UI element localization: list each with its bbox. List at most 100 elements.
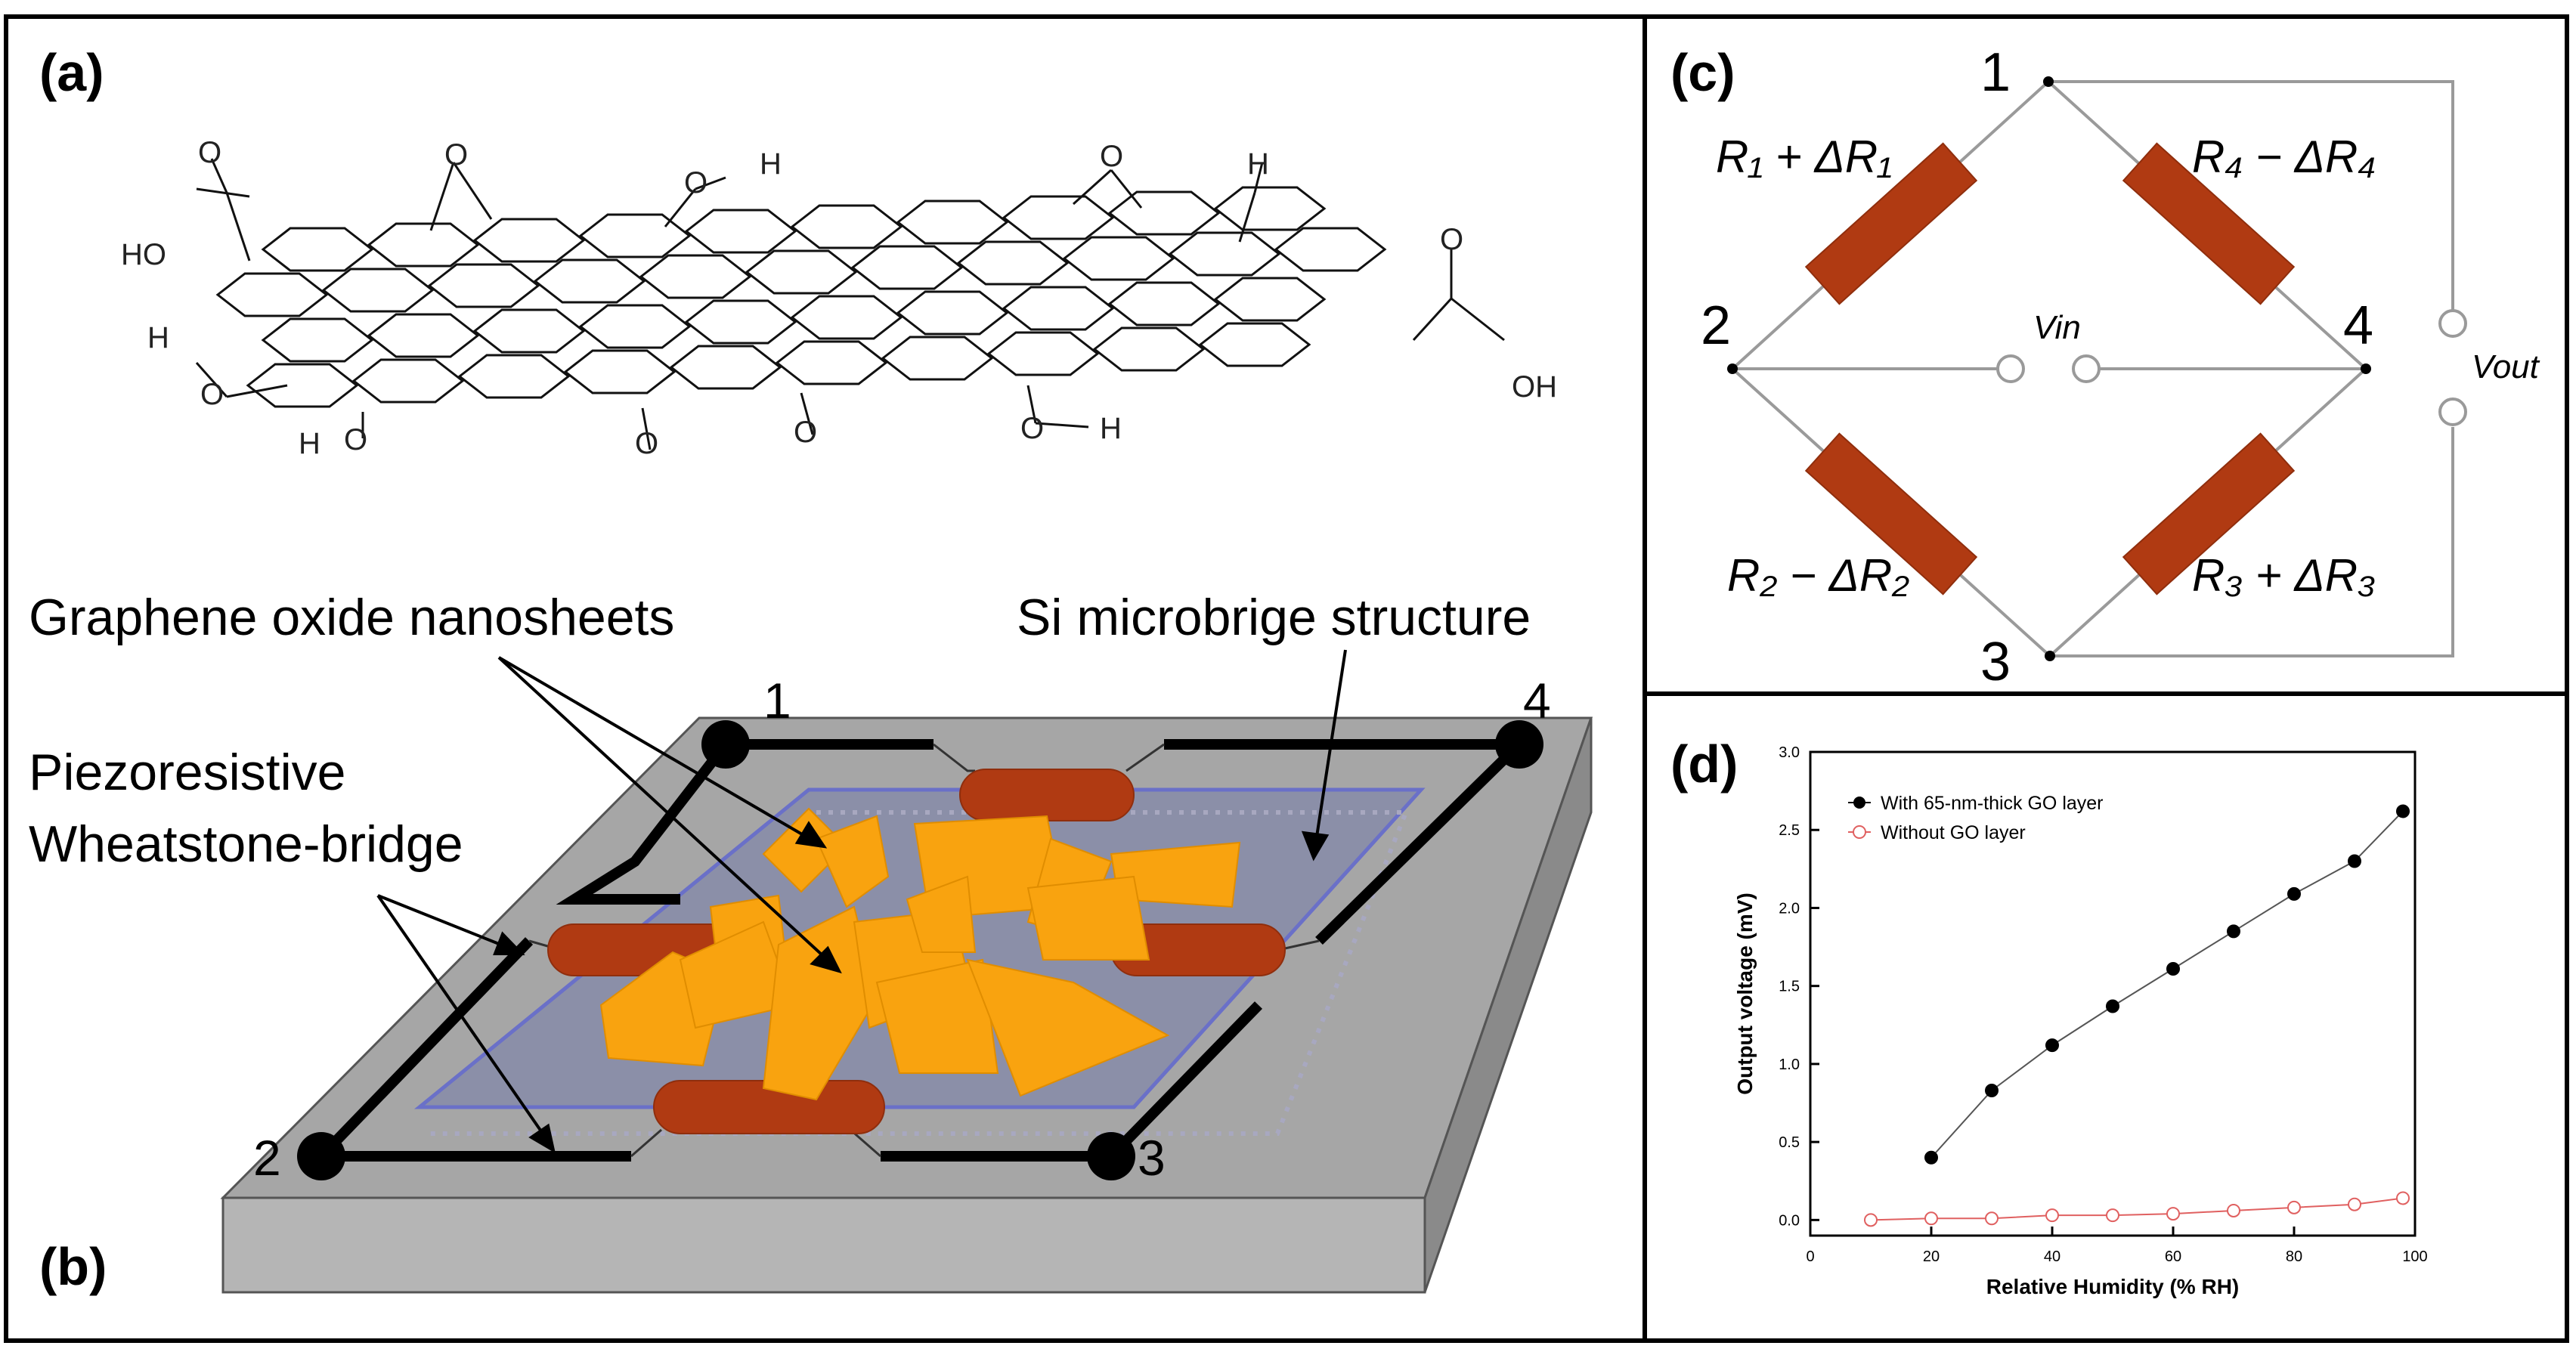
carbon-ring [790,295,903,340]
conductor-3-right [1107,1001,1263,1160]
functional-group-label: HO [121,238,166,271]
bond [429,162,455,231]
bond [195,362,228,398]
device-schematic: 1 4 2 3 Graphene oxide nanosheets Si mic… [29,589,1593,1294]
carbon-ring [367,222,480,268]
data-point [2106,999,2119,1013]
bond [1026,385,1037,424]
carbon-ring [261,227,374,272]
carbon-ring [563,349,677,394]
bond [1451,297,1505,342]
carbon-ring [896,290,1009,336]
resistor-r3 [2122,432,2296,596]
label-r1: R₁ + ΔR₁ [1716,131,1892,182]
label-r4: R₄ − ΔR₄ [2192,131,2376,182]
carbon-ring [472,218,586,263]
data-point [1924,1211,1938,1226]
bond [196,187,250,198]
data-point [2396,1191,2410,1205]
data-point [2287,1200,2301,1214]
trace-top-2 [1125,743,1165,772]
y-tick-label: 2.5 [1779,822,1800,839]
graphene-oxide-flakes [599,807,1241,1101]
trace-top [933,743,975,772]
label-r2: R₂ − ΔR₂ [1727,550,1909,601]
functional-group-label: O [1100,140,1123,173]
x-tick-label: 60 [2165,1248,2181,1265]
x-tick-label: 20 [1923,1248,1940,1265]
vin-terminal-left [1996,354,2025,383]
carbon-ring [775,340,888,385]
annotation-arrows [376,649,1347,1154]
carbon-ring [351,358,465,404]
vout-terminal-top [2438,309,2467,338]
plot-frame [1809,750,2417,1237]
carbon-ring [246,363,359,408]
vin-terminal-right [2072,354,2101,383]
substrate-side [1423,717,1593,1293]
data-point [2166,1207,2180,1221]
data-point [1924,1150,1938,1165]
annotation-piezo-line1: Piezoresistive [29,744,346,801]
data-point [2287,886,2301,901]
resistor-r1 [1804,142,1978,305]
carbon-ring [1198,322,1311,367]
functional-group-label: O [635,427,658,460]
label-vout: Vout [2472,348,2540,385]
panel-a-label: (a) [39,43,104,102]
carbon-ring [896,200,1009,245]
piezoresistor-top [959,769,1135,821]
functional-group-label: H [1247,147,1269,181]
annotation-si-microbridge: Si microbrige structure [1017,589,1531,646]
y-tick-label: 1.5 [1779,979,1800,995]
functional-group-label: H [147,321,169,354]
panel-d-border [1643,691,2569,1343]
carbon-ring [684,209,797,254]
chart-ylabel: Output voltage (mV) [1733,893,1757,1095]
bond [226,384,288,398]
conductor-2-left [317,937,534,1160]
carbon-ring [790,204,903,249]
circuit-node-2: 2 [1701,295,1731,356]
bond [1253,162,1264,193]
data-point [2045,1208,2059,1223]
bond [641,407,652,450]
y-tick-label: 2.0 [1779,900,1800,917]
y-tick-label: 1.0 [1779,1056,1800,1073]
annotation-graphene-oxide: Graphene oxide nanosheets [29,589,674,646]
carbon-ring [261,317,374,363]
bond [452,162,493,220]
resistor-r4 [2122,142,2296,305]
data-point [2227,924,2240,939]
carbon-ring [986,331,1100,376]
carbon-ring [321,268,435,313]
circuit-node-4: 4 [2343,295,2373,356]
carbon-ring [956,240,1070,286]
annotation-piezo-line2: Wheatstone-bridge [29,815,463,873]
carbon-ring [533,258,646,304]
functional-group-label: H [1100,412,1122,445]
node-3-dot [1087,1132,1135,1180]
humidity-chart: Relative Humidity (% RH) Output voltage … [1733,744,2428,1298]
node-2-label: 2 [253,1130,281,1186]
panel-c-label: (c) [1670,43,1735,102]
bond [664,188,697,227]
label-vin: Vin [2033,309,2081,346]
bond [800,392,814,435]
functional-group-label: O [1020,412,1044,445]
node-2-dot [297,1132,345,1180]
bond [210,158,228,193]
bond [1110,169,1143,209]
node-4-label: 4 [1523,673,1551,729]
bond [1072,169,1113,206]
bond [1412,297,1453,342]
node-4-dot [1495,720,1543,769]
carbon-ring [1002,286,1115,331]
carbon-ring [1002,195,1115,240]
substrate-front [221,1196,1426,1294]
functional-group-label: O [344,423,367,456]
carbon-ring [1213,277,1327,322]
legend-marker-with-go [1853,797,1865,809]
panel-c-border [1643,14,2569,696]
